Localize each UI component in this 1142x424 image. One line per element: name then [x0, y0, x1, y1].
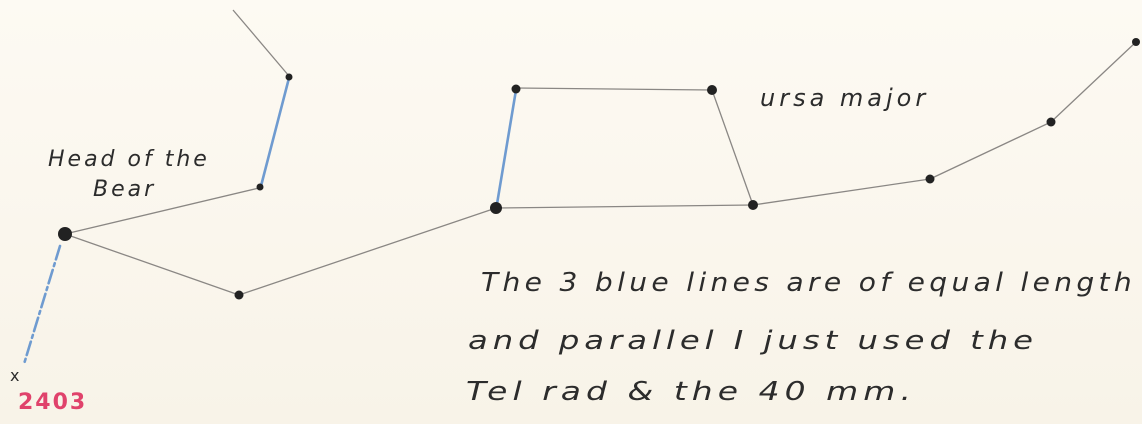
star-body-tl	[512, 85, 521, 94]
star-body-bl	[490, 202, 502, 214]
note-line-3: Tel rad & the 40 mm.	[466, 377, 916, 407]
blue-line-head	[261, 78, 289, 186]
note-line-2: and parallel I just used the	[468, 326, 1038, 356]
head-label-line1: Head of the	[48, 147, 210, 172]
star-tail-3	[1132, 38, 1140, 46]
line-head-top	[233, 10, 289, 76]
constellation-label: ursa major	[760, 84, 929, 112]
line-tail-1	[753, 179, 930, 205]
line-tail-2	[930, 122, 1051, 179]
blue-line-pointer	[24, 246, 60, 364]
star-head-top	[286, 74, 293, 81]
star-tail-1	[926, 175, 935, 184]
star-nose	[58, 227, 72, 241]
star-body-tr	[707, 85, 717, 95]
head-label-line2: Bear	[93, 177, 156, 202]
star-head-front	[257, 184, 264, 191]
line-head-to-low	[65, 234, 239, 295]
line-body-bottom	[496, 205, 753, 208]
blue-line-body	[497, 90, 516, 204]
note-line-1: The 3 blue lines are of equal length	[481, 268, 1136, 298]
star-tail-2	[1047, 118, 1056, 127]
line-body-right	[712, 90, 753, 205]
star-body-br	[748, 200, 758, 210]
star-leg	[235, 291, 244, 300]
line-low-to-body	[239, 208, 496, 295]
line-tail-3	[1051, 42, 1136, 122]
pointer-mark: x	[10, 366, 19, 385]
observation-number: 2403	[18, 390, 87, 415]
line-body-top	[516, 88, 712, 90]
